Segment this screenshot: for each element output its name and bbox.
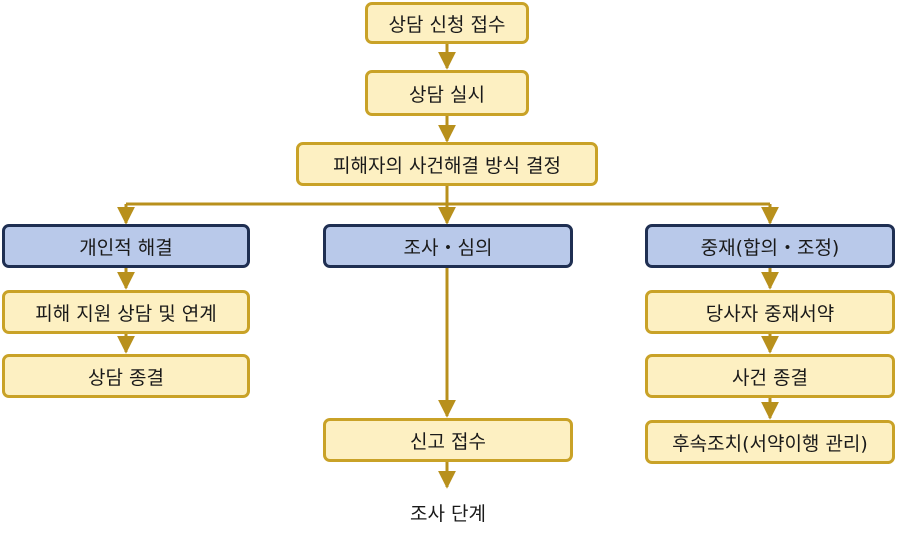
- node-investigate: 조사・심의: [323, 224, 573, 268]
- node-followup: 후속조치(서약이행 관리): [645, 420, 895, 464]
- node-close-counsel: 상담 종결: [2, 354, 250, 398]
- node-counsel: 상담 실시: [365, 70, 529, 116]
- node-report-intake: 신고 접수: [323, 418, 573, 462]
- node-individual: 개인적 해결: [2, 224, 250, 268]
- node-close-case: 사건 종결: [645, 354, 895, 398]
- node-next-stage: 조사 단계: [410, 503, 486, 525]
- node-decide: 피해자의 사건해결 방식 결정: [296, 142, 598, 186]
- node-intake: 상담 신청 접수: [365, 2, 529, 44]
- node-agreement: 당사자 중재서약: [645, 290, 895, 334]
- node-mediation: 중재(합의・조정): [645, 224, 895, 268]
- node-support: 피해 지원 상담 및 연계: [2, 290, 250, 334]
